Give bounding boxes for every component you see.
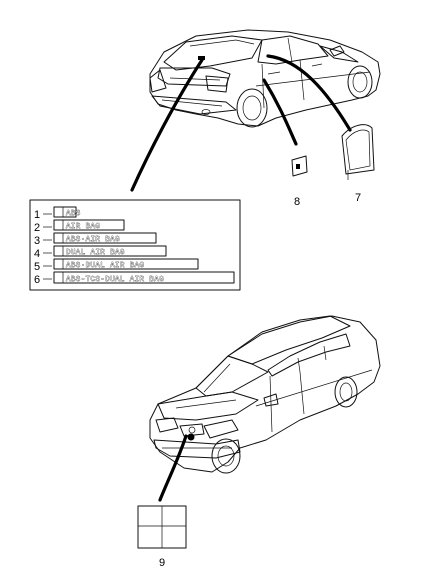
emblem-number: 5 (34, 261, 40, 273)
emblem-row-2: 2 AIR BAG (34, 219, 125, 234)
emblem-row-4: 4 DUAL AIR BAG (34, 245, 167, 260)
part-8-label-plate (291, 155, 308, 177)
emblem-number: 1 (34, 209, 40, 221)
emblem-row-3: 3 ABS·AIR BAG (34, 232, 157, 247)
emblem-number: 2 (34, 222, 40, 234)
emblem-row-6: 6 ABS-TCS-DUAL AIR BAG (34, 271, 235, 286)
part-7-window-film (341, 124, 375, 180)
part-9-label (137, 505, 187, 549)
emblem-number: 4 (34, 248, 40, 260)
emblem-row-5: 5 ABS·DUAL AIR BAG (34, 258, 199, 273)
emblem-text: ABS·AIR BAG (66, 236, 120, 244)
leader-line-part-7 (266, 54, 352, 132)
sedan-front-view (149, 315, 381, 474)
emblem-text: ABS-TCS-DUAL AIR BAG (66, 276, 164, 284)
emblem-number: 6 (34, 274, 40, 286)
emblem-text: DUAL AIR BAG (66, 249, 125, 257)
callout-9: 9 (159, 557, 165, 569)
emblem-text: ABS·DUAL AIR BAG (66, 262, 145, 270)
sedan-rear-view (149, 29, 381, 128)
emblem-number: 3 (34, 235, 40, 247)
callout-8: 8 (294, 196, 300, 208)
emblem-text: AIR BAG (66, 223, 100, 231)
emblem-table-frame (29, 199, 241, 291)
emblem-text: ABS (66, 210, 81, 218)
callout-7: 7 (355, 192, 361, 204)
leader-line-emblem (130, 58, 204, 192)
leader-line-part-9 (158, 434, 188, 502)
leader-line-part-8 (262, 78, 298, 146)
emblem-row-1: 1 ABS (34, 206, 81, 221)
